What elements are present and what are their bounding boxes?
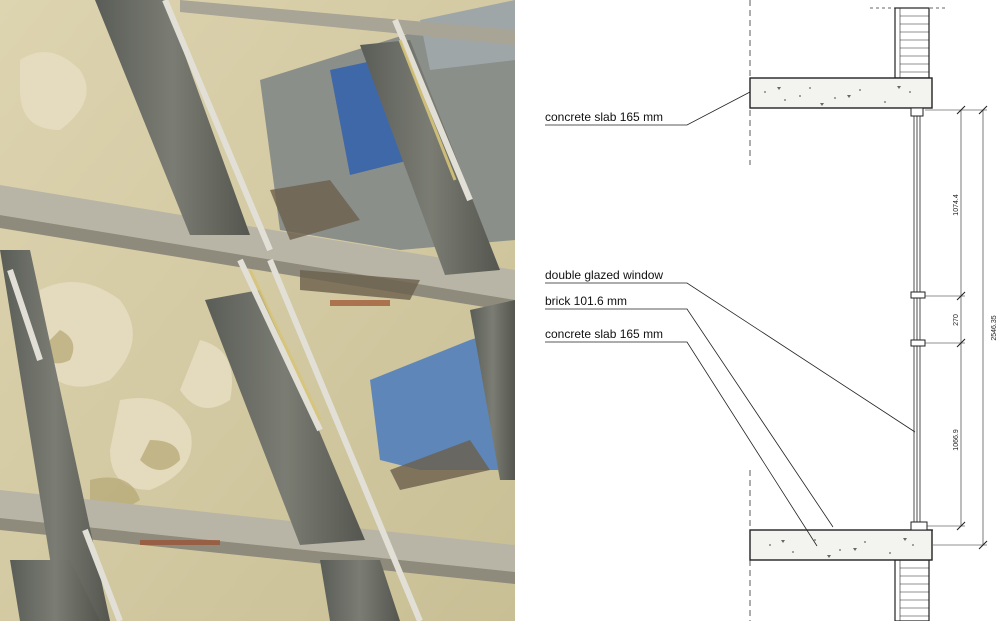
double-glazed-window: [910, 107, 933, 531]
concrete-slab-bottom: [749, 529, 933, 561]
dimension-lines: [925, 105, 988, 550]
dim-upper: 1074.4: [953, 194, 960, 216]
blue-interior-bottom: [370, 330, 505, 470]
leader-lines: [545, 91, 916, 547]
dim-total: 2546.35: [991, 315, 998, 340]
brick-wall-upper: [894, 7, 930, 79]
label-brick: brick 101.6 mm: [545, 294, 627, 308]
section-drawing-svg: 1074.4 270 1066.9 2546.35 concrete slab …: [545, 0, 998, 622]
facade-photo-illustration: [0, 0, 515, 621]
concrete-slab-top: [749, 77, 933, 109]
dim-lower: 1066.9: [953, 429, 960, 451]
label-concrete-slab-top: concrete slab 165 mm: [545, 110, 663, 124]
label-double-glazed-window: double glazed window: [545, 268, 663, 282]
facade-photo: [0, 0, 515, 621]
dimension-texts: 1074.4 270 1066.9 2546.35: [953, 194, 998, 451]
labels: concrete slab 165 mm double glazed windo…: [545, 110, 663, 341]
brick-wall-lower: [894, 559, 930, 622]
label-concrete-slab-bottom: concrete slab 165 mm: [545, 327, 663, 341]
dim-middle: 270: [953, 314, 960, 326]
section-drawing: 1074.4 270 1066.9 2546.35 concrete slab …: [515, 0, 1000, 622]
